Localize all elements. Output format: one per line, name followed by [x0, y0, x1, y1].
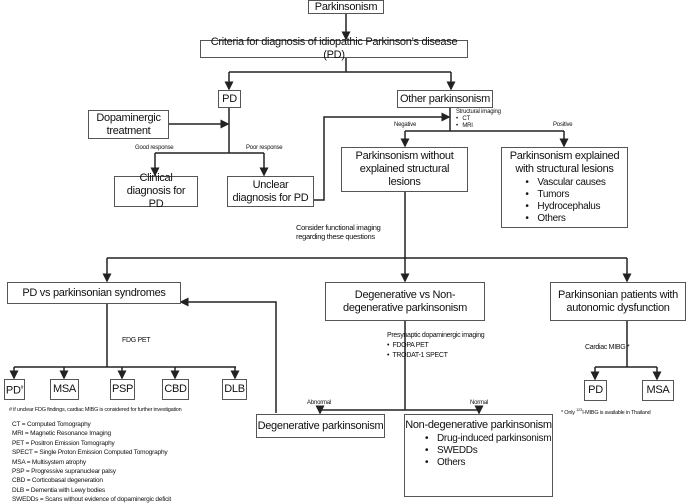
fdopa-label: FDOPA PET [392, 342, 429, 349]
list-item: Others [537, 213, 605, 225]
negative-label: Negative [394, 122, 417, 128]
legend-item: MSA = Multisystem atrophy [12, 458, 86, 466]
arrow-unclear-to-structural [314, 112, 451, 201]
parkinsonism-label: Parkinsonism [314, 0, 378, 13]
cardiac-mibg-label: Cardiac MIBG * [585, 344, 630, 351]
presynaptic-item: • TRODAT-1 SPECT [387, 352, 448, 359]
clinical-diagnosis-label: Clinical diagnosis for PD [126, 172, 186, 210]
list-item: SWEDDs [437, 445, 551, 457]
fdg-cbd-box: CBD [162, 379, 189, 400]
pd-label: PD [222, 92, 237, 105]
pd-box: PD [218, 90, 241, 108]
good-response-label: Good response [135, 145, 174, 151]
structural-item: • CT [456, 116, 470, 122]
legend-item: PET = Positron Emission Tomography [12, 439, 115, 447]
list-item: Hydrocephalus [537, 201, 605, 213]
list-item: Tumors [537, 189, 605, 201]
presynaptic-item: • FDOPA PET [387, 342, 429, 349]
mibg-msa-box: MSA [642, 380, 674, 401]
consider-functional-imaging-label: Consider functional imaging regarding th… [296, 223, 381, 241]
fdg-dlb-box: DLB [222, 379, 247, 400]
fdg-pet-label: FDG PET [122, 337, 151, 344]
structural-imaging-title: Structural imaging [456, 109, 501, 115]
non-degenerative-title: Non-degenerative parkinsonism [405, 419, 552, 431]
arrow-presynaptic-split [320, 321, 479, 411]
degenerative-vs-box: Degenerative vs Non-degenerative parkins… [325, 282, 485, 321]
explained-lesions-list: Vascular causes Tumors Hydrocephalus Oth… [523, 177, 605, 225]
hash-mark: # [20, 384, 24, 391]
degenerative-parkinsonism-box: Degenerative parkinsonism [256, 414, 385, 438]
legend-item: CBD = Corticobasal degeneration [12, 477, 103, 485]
autonomic-dysfunction-box: Parkinsonian patients with autonomic dys… [550, 282, 686, 321]
legend-item: PSP = Progressive supranuclear palsy [12, 468, 116, 476]
structural-imaging-label: Structural imaging • CT • MRI [456, 109, 501, 130]
fdg-footnote: # if unclear FDG findings, cardiac MIBG … [9, 407, 182, 413]
autonomic-dysfunction-label: Parkinsonian patients with autonomic dys… [558, 288, 678, 314]
non-degenerative-list: Drug-induced parkinsonism SWEDDs Others [423, 433, 552, 469]
mibg-pd-box: PD [584, 380, 607, 401]
unclear-diagnosis-box: Unclear diagnosis for PD [227, 176, 314, 207]
arrow-fdg-split [14, 304, 236, 368]
other-parkinsonism-box: Other parkinsonism [397, 90, 493, 108]
normal-label: Normal [470, 400, 489, 406]
other-parkinsonism-label: Other parkinsonism [400, 92, 490, 105]
explained-lesions-title: Parkinsonism explained with structural l… [509, 150, 620, 175]
legend-item: SPECT = Single Proton Emission Computed … [12, 449, 168, 457]
poor-response-label: Poor response [246, 145, 283, 151]
degenerative-parkinsonism-label: Degenerative parkinsonism [257, 419, 384, 432]
list-item: Others [437, 457, 551, 469]
fdg-psp-box: PSP [110, 379, 135, 400]
unclear-diagnosis-label: Unclear diagnosis for PD [232, 178, 309, 204]
presynaptic-label: Presynaptic dopaminergic imaging • FDOPA… [387, 331, 485, 361]
fdg-msa-label: MSA [53, 383, 76, 395]
pd-vs-syndromes-box: PD vs parkinsonian syndromes [7, 282, 181, 304]
presynaptic-title: Presynaptic dopaminergic imaging [387, 332, 485, 339]
fdg-psp-label: PSP [111, 383, 134, 395]
legend-item: DLB = Dementia with Lewy bodies [12, 486, 105, 494]
dopaminergic-treatment-box: Dopaminergic treatment [88, 110, 169, 139]
mri-label: MRI [462, 123, 473, 129]
fdg-msa-box: MSA [50, 379, 79, 400]
without-lesions-label: Parkinsonism without explained structura… [355, 150, 454, 188]
footnote-suffix: I-MIBG is available in Thailand [582, 409, 651, 416]
parkinsonism-box: Parkinsonism [308, 0, 384, 14]
abnormal-label: Abnormal [307, 400, 332, 406]
footnote-prefix: * Only [561, 409, 577, 416]
arrow-other-split [405, 107, 564, 132]
list-item: Drug-induced parkinsonism [437, 433, 552, 445]
legend-item: SWEDDs = Scans without evidence of dopam… [12, 496, 171, 504]
fdg-dlb-label: DLB [224, 383, 245, 395]
mibg-footnote: * Only 123I-MIBG is available in Thailan… [561, 406, 651, 417]
positive-label: Positive [553, 122, 573, 128]
structural-item: • MRI [456, 123, 473, 129]
ct-label: CT [462, 116, 470, 122]
fdg-pd-label: PD [5, 384, 21, 397]
footnote-isotope: 123 [576, 407, 583, 412]
mibg-pd-label: PD [588, 384, 603, 396]
pd-vs-syndromes-label: PD vs parkinsonian syndromes [22, 286, 166, 299]
criteria-box: Criteria for diagnosis of idiopathic Par… [200, 36, 468, 61]
arrow-degenerative-feedback [179, 297, 277, 413]
fdg-cbd-label: CBD [164, 383, 187, 395]
arrow-criteria-split [229, 57, 451, 73]
without-lesions-box: Parkinsonism without explained structura… [341, 147, 468, 192]
legend-item: CT = Computed Tomography [12, 421, 91, 428]
degenerative-vs-label: Degenerative vs Non-degenerative parkins… [343, 288, 467, 314]
criteria-label: Criteria for diagnosis of idiopathic Par… [210, 36, 458, 61]
non-degenerative-box: Non-degenerative parkinsonism Drug-induc… [404, 414, 553, 497]
fdg-pd-box: PD# [4, 379, 25, 400]
dopaminergic-treatment-label: Dopaminergic treatment [96, 111, 161, 137]
abbreviation-legend: CT = Computed Tomography MRI = Magnetic … [12, 420, 171, 504]
trodat-label: TRODAT-1 SPECT [392, 352, 448, 359]
mibg-msa-label: MSA [646, 384, 670, 396]
explained-lesions-box: Parkinsonism explained with structural l… [501, 147, 628, 228]
arrow-functional-split [107, 192, 627, 259]
list-item: Vascular causes [537, 177, 605, 189]
arrow-pd-response [155, 107, 264, 154]
legend-item: MRI = Magnetic Resonance Imaging [12, 430, 111, 438]
arrow-mibg-split [595, 321, 657, 368]
clinical-diagnosis-box: Clinical diagnosis for PD [114, 172, 198, 210]
